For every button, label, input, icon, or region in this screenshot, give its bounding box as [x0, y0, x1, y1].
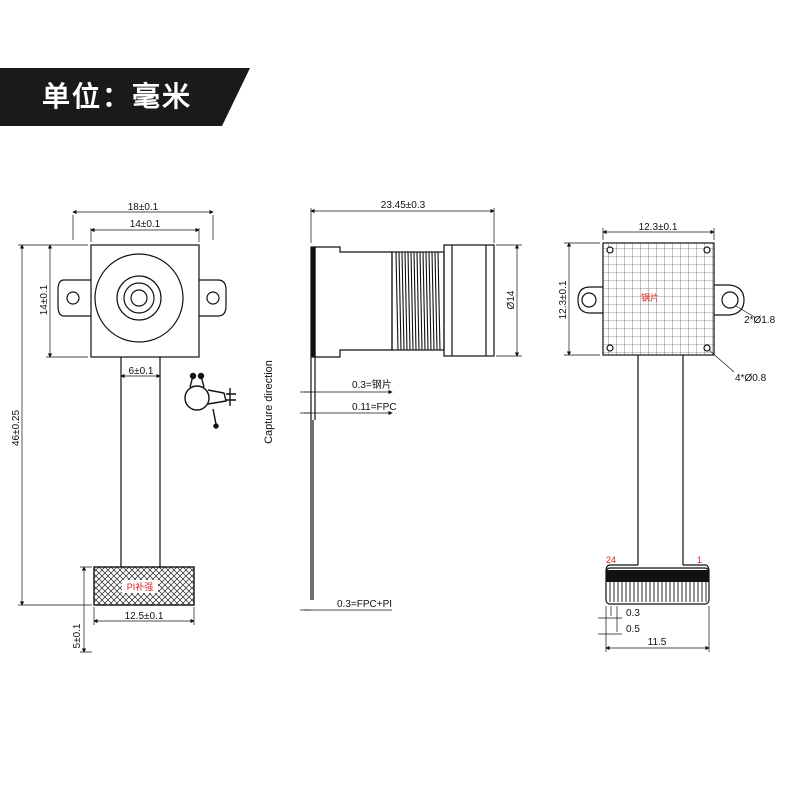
unit-banner-title: 单位：毫米	[42, 80, 193, 113]
dim-11-5: 11.5	[648, 637, 667, 648]
dim-side-length: 23.45±0.3	[381, 200, 426, 211]
dim-stiffener-width: 12.5±0.1	[125, 611, 164, 622]
back-left-hole	[581, 292, 597, 308]
back-plate-label: 钢片	[641, 292, 659, 303]
dim-stiffener-height: 5±0.1	[72, 623, 83, 648]
back-connector	[605, 567, 710, 605]
dim-width-outer: 18±0.1	[128, 202, 159, 213]
left-mount-hole	[66, 291, 80, 305]
lens-core	[130, 289, 148, 307]
connector-top-band	[606, 570, 709, 582]
dim-back-width: 12.3±0.1	[639, 222, 678, 233]
dim-small-hole: 4*Ø0.8	[735, 373, 767, 384]
dim-large-hole: 2*Ø1.8	[744, 315, 776, 326]
lens-mid-ring	[116, 275, 162, 321]
pi-stiffener-tag	[122, 580, 158, 593]
dim-fpc-thickness: 0.11=FPC	[352, 402, 397, 413]
dim-total-height: 46±0.25	[11, 410, 22, 447]
side-thread-lines	[395, 251, 441, 351]
back-right-ear	[714, 284, 745, 316]
right-mount-ear	[199, 279, 227, 317]
pin-24-label: 24	[606, 555, 616, 565]
back-view	[564, 228, 757, 652]
back-left-ear	[577, 286, 603, 314]
dim-bottom-thickness: 0.3=FPC+PI	[337, 599, 392, 610]
left-mount-ear	[57, 279, 91, 317]
dim-fpc-width: 6±0.1	[129, 366, 154, 377]
back-right-hole	[721, 291, 739, 309]
dim-back-height: 12.3±0.1	[558, 280, 569, 319]
lens-outer-ring	[94, 253, 184, 343]
side-holder	[314, 246, 393, 358]
pin-1-label: 1	[697, 555, 702, 565]
lens-holder-body	[90, 244, 200, 358]
dim-height-side: 14±0.1	[39, 284, 50, 315]
dim-copper-thickness: 0.3=钢片	[352, 378, 392, 391]
stiffener-label: PI补强	[127, 581, 154, 592]
right-mount-hole	[206, 291, 220, 305]
back-steel-plate	[602, 242, 715, 356]
front-view	[18, 209, 227, 653]
side-view	[300, 208, 522, 611]
dim-0-5: 0.5	[626, 624, 640, 635]
dim-width-inner: 14±0.1	[130, 219, 161, 230]
lens-inner-ring	[123, 282, 155, 314]
side-front-barrel	[443, 244, 495, 357]
unit-banner	[0, 68, 250, 126]
dim-side-diameter: Ø14	[506, 290, 517, 309]
side-fpc-strip	[310, 357, 316, 600]
fpc-tail	[120, 357, 161, 567]
back-fpc-tail	[637, 355, 684, 565]
capture-person-icon	[184, 372, 236, 429]
capture-direction-label: Capture direction	[263, 360, 275, 444]
dim-0-3: 0.3	[626, 608, 640, 619]
connector-pins	[609, 582, 707, 602]
